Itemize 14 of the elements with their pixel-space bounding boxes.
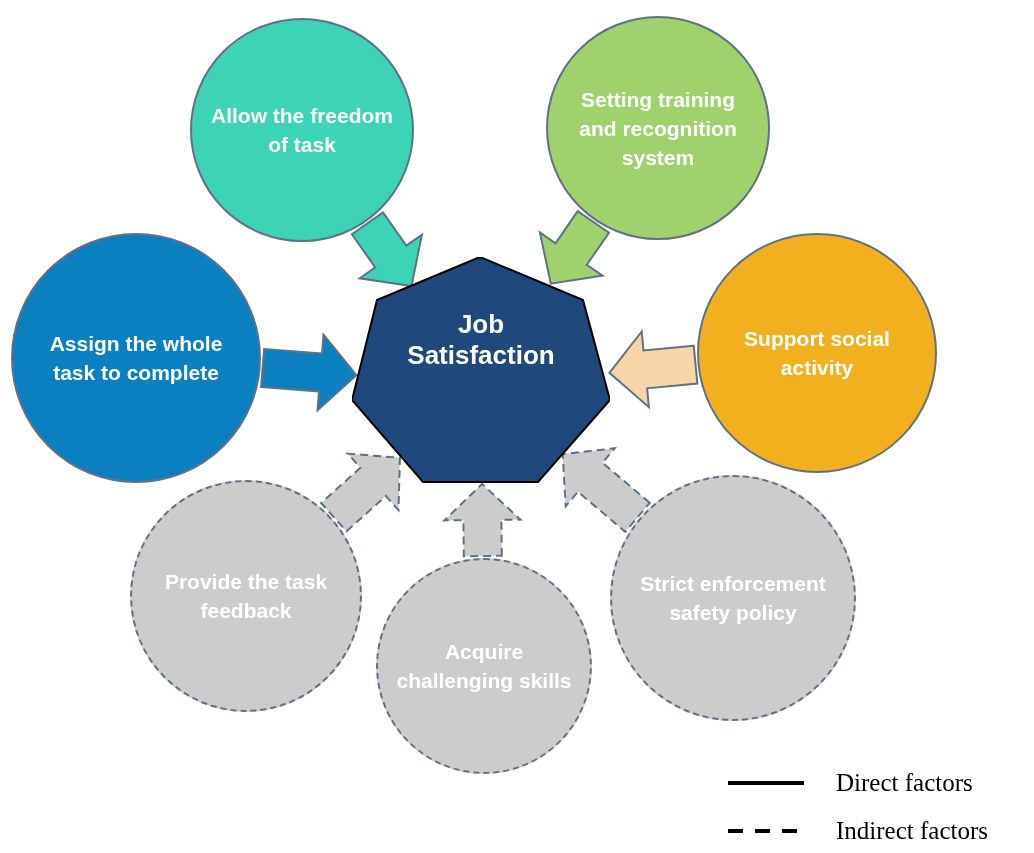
node-label: Allow the freedom of task [209, 103, 394, 158]
block-arrow [561, 447, 652, 534]
block-arrow [350, 211, 424, 288]
node-label: Setting training and recognition system [578, 86, 738, 171]
block-arrow [538, 209, 611, 285]
legend-label: Direct factors [836, 768, 973, 798]
block-arrow [608, 328, 699, 410]
node-label: Support social activity [743, 326, 891, 381]
node-label: Job Satisfaction [406, 309, 556, 371]
block-arrow [319, 452, 401, 533]
node-label: Assign the whole task to complete [48, 331, 224, 386]
block-arrow [260, 332, 358, 413]
block-arrow [441, 482, 523, 558]
legend-label: Indirect factors [836, 816, 988, 846]
